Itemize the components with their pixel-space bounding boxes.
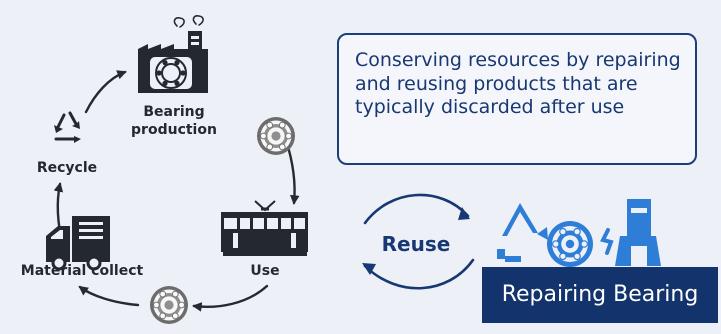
factory-bearing-icon xyxy=(155,57,187,89)
callout-line-3: typically discarded after use xyxy=(355,96,625,119)
production-label-line-2: production xyxy=(131,122,217,138)
recycle-label: Recycle xyxy=(37,160,97,176)
use-label: Use xyxy=(250,263,279,279)
reuse-arrow-top xyxy=(363,193,470,225)
repair-recycle-icon xyxy=(497,203,548,262)
repair-icons xyxy=(497,199,661,267)
reuse-label: Reuse xyxy=(382,232,451,256)
callout-line-2: and reusing products that are xyxy=(355,72,638,95)
welder-worker-icon xyxy=(600,199,661,266)
factory-icon xyxy=(138,15,208,93)
reuse-arrow-bottom xyxy=(363,258,475,290)
recycle-icon xyxy=(54,111,81,143)
repair-banner: Repairing Bearing xyxy=(482,267,718,323)
arrow-recycle-to-production xyxy=(84,70,127,114)
arrow-use-to-collection xyxy=(192,284,269,312)
repair-bearing-icon xyxy=(547,221,593,267)
arrow-collection-to-recycle xyxy=(78,285,140,307)
reuse-cycle-icon xyxy=(362,193,475,290)
callout-line-1: Conserving resources by repairing xyxy=(355,49,681,71)
production-label-line-1: Bearing xyxy=(143,104,204,120)
truck-icon xyxy=(46,216,110,271)
callout-box: Conserving resources by repairing and re… xyxy=(337,33,697,165)
train-icon xyxy=(221,200,308,256)
bearing-icon-top-right xyxy=(257,117,295,155)
bearing-icon-bottom xyxy=(150,286,188,324)
collect-label: Material collect xyxy=(21,263,144,279)
production-label: Bearing production xyxy=(131,104,217,138)
